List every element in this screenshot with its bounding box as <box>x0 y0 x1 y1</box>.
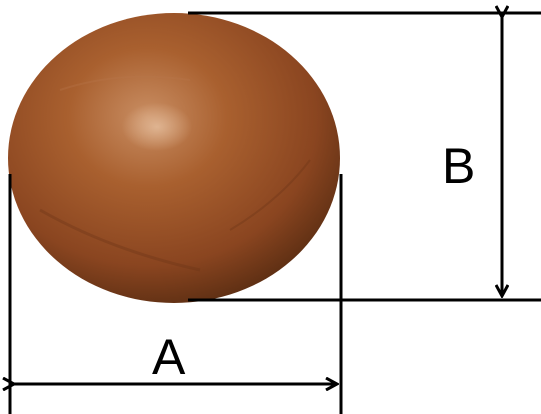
seed-image <box>8 13 340 303</box>
label-a: A <box>152 329 186 385</box>
height-dimension: B <box>188 13 541 302</box>
label-b: B <box>442 138 475 194</box>
width-dimension: A <box>10 174 343 414</box>
